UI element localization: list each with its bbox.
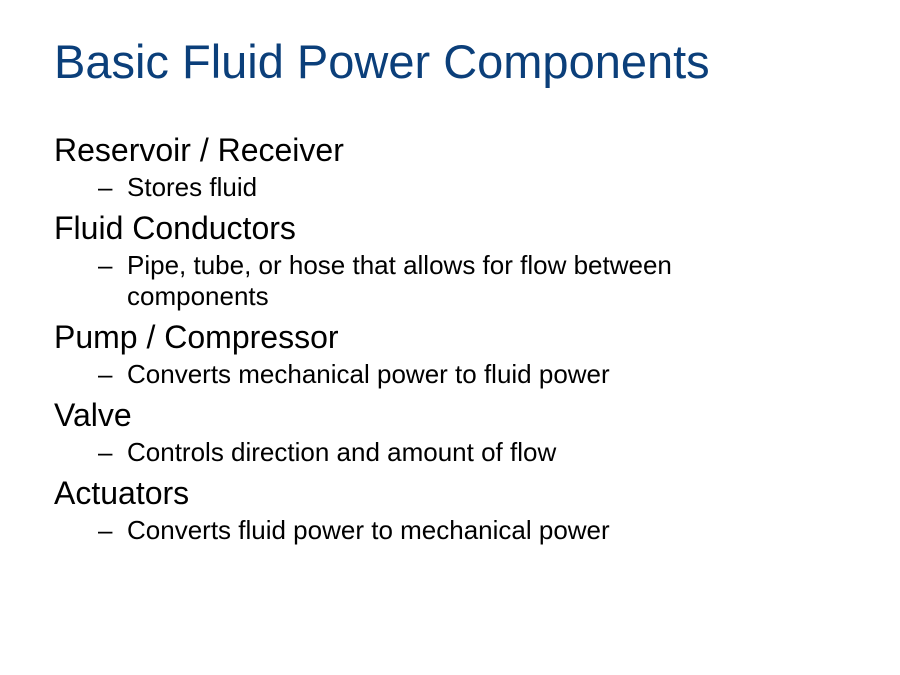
sub-bullet: – Converts mechanical power to fluid pow… — [54, 359, 854, 390]
sub-bullet: – Controls direction and amount of flow — [54, 437, 854, 468]
dash-bullet-icon: – — [98, 172, 113, 202]
bullet-item-label: Fluid Conductors — [54, 210, 296, 246]
dash-bullet-icon: – — [98, 437, 113, 467]
sub-bullet-text: Converts fluid power to mechanical power — [127, 515, 610, 545]
sub-bullet: – Stores fluid — [54, 172, 854, 203]
slide-body: Reservoir / Receiver – Stores fluid Flui… — [54, 128, 854, 549]
dash-bullet-icon: – — [98, 250, 113, 280]
slide-title: Basic Fluid Power Components — [54, 35, 710, 88]
bullet-item-label: Pump / Compressor — [54, 319, 339, 355]
dash-bullet-icon: – — [98, 515, 113, 545]
bullet-item: Reservoir / Receiver – Stores fluid — [54, 128, 854, 203]
bullet-item: Actuators – Converts fluid power to mech… — [54, 471, 854, 546]
sub-bullet: – Converts fluid power to mechanical pow… — [54, 515, 854, 546]
sub-bullet-text: Controls direction and amount of flow — [127, 437, 557, 467]
bullet-item-label: Actuators — [54, 475, 190, 511]
sub-bullet-text: Pipe, tube, or hose that allows for flow… — [127, 250, 672, 311]
bullet-item-label: Valve — [54, 397, 132, 433]
bullet-item: Valve – Controls direction and amount of… — [54, 393, 854, 468]
sub-bullet: – Pipe, tube, or hose that allows for fl… — [54, 250, 854, 312]
dash-bullet-icon: – — [98, 359, 113, 389]
sub-bullet-text: Stores fluid — [127, 172, 258, 202]
sub-bullet-text: Converts mechanical power to fluid power — [127, 359, 610, 389]
bullet-item: Pump / Compressor – Converts mechanical … — [54, 315, 854, 390]
bullet-item: Fluid Conductors – Pipe, tube, or hose t… — [54, 206, 854, 312]
bullet-item-label: Reservoir / Receiver — [54, 132, 344, 168]
